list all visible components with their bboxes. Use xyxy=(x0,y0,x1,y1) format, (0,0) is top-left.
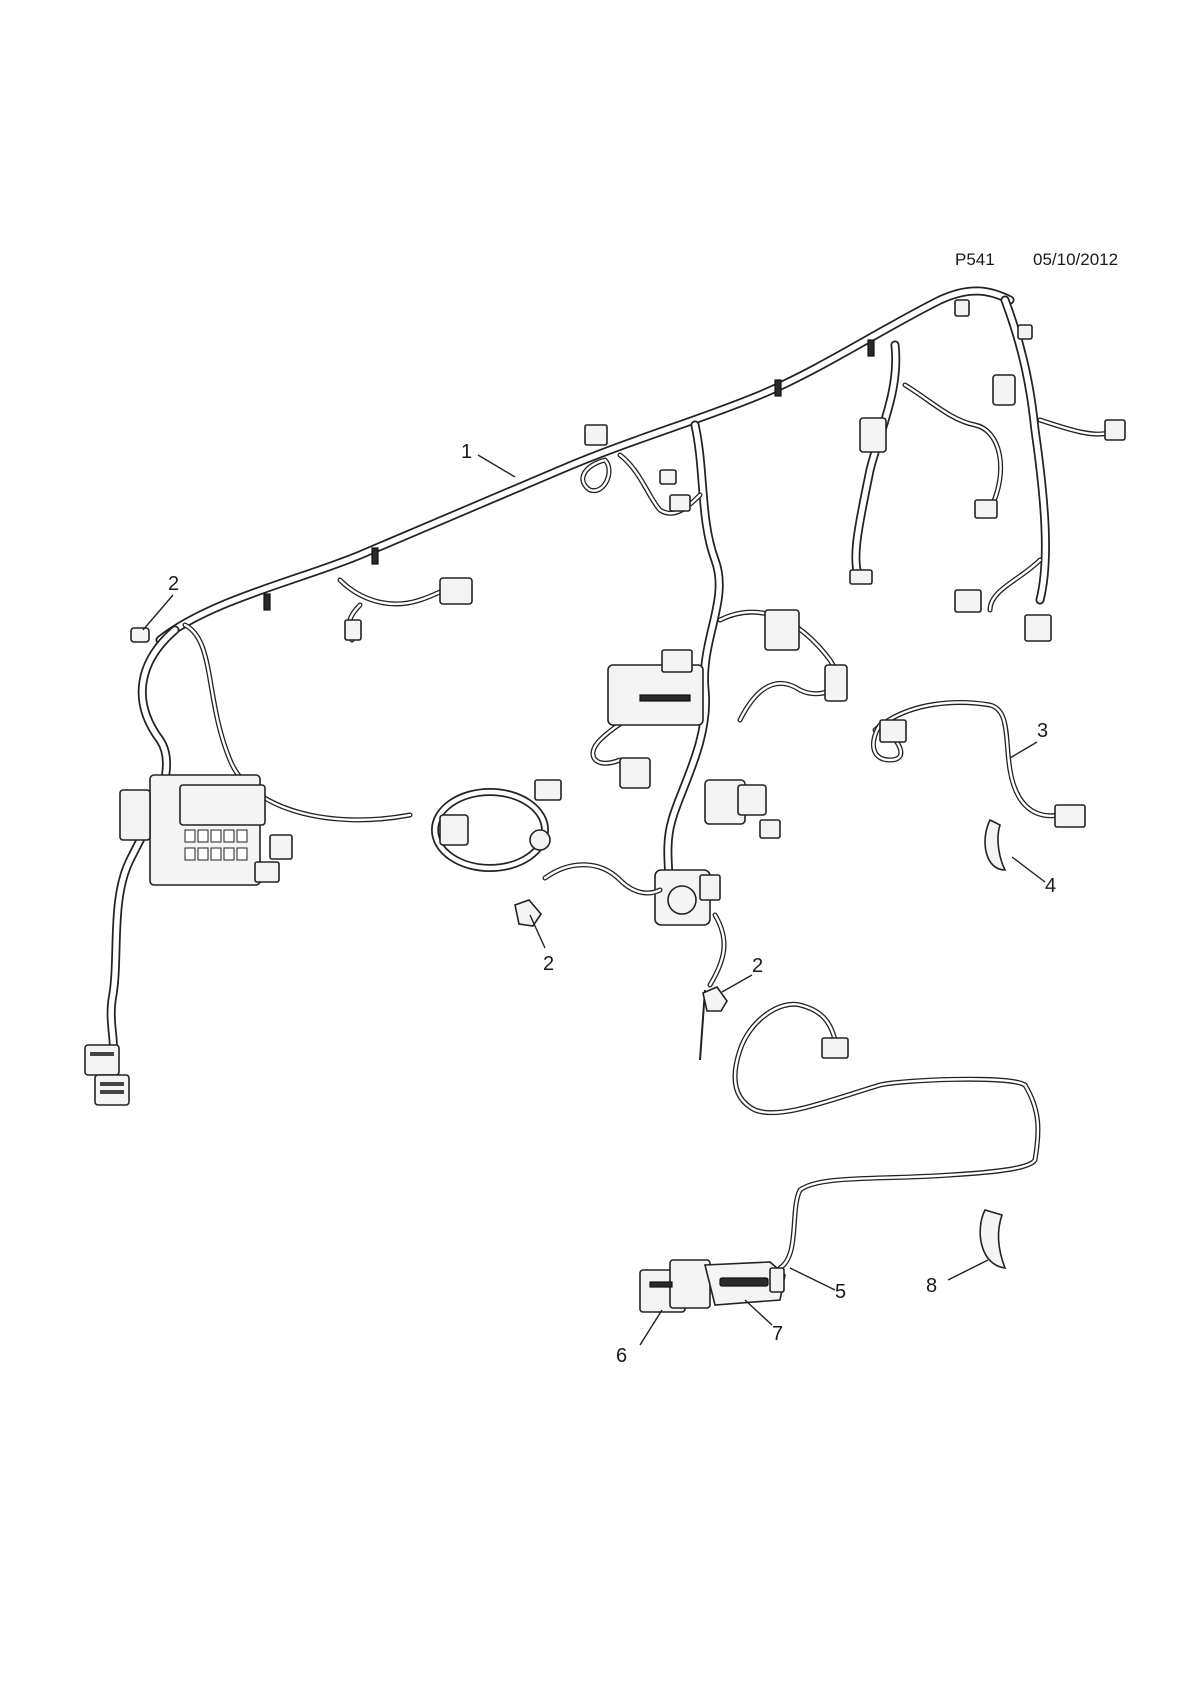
center-lower-branches xyxy=(542,862,727,1061)
strap-part-8 xyxy=(979,1209,1007,1269)
harness-part-5 xyxy=(732,1001,1041,1271)
connector-part-6 xyxy=(639,1259,711,1313)
center-modules xyxy=(607,609,848,926)
callout-4: 4 xyxy=(1045,875,1056,897)
main-harness xyxy=(103,286,1118,1075)
callout-8: 8 xyxy=(926,1275,937,1297)
clip-center xyxy=(514,899,543,927)
callout-2-right: 2 xyxy=(752,955,763,977)
plate-date: 05/10/2012 xyxy=(1033,250,1118,269)
leader-lines xyxy=(142,454,1046,1346)
callout-3: 3 xyxy=(1037,720,1048,742)
clip-left xyxy=(130,627,150,643)
junction-box xyxy=(119,774,293,886)
harness-part-3 xyxy=(870,700,1086,828)
retainer-clips xyxy=(130,627,728,1012)
harness-connectors xyxy=(263,299,1126,642)
strap-part-4 xyxy=(984,818,1007,871)
switch-module-part-7 xyxy=(703,1261,786,1306)
clip-right xyxy=(702,986,728,1012)
callout-1: 1 xyxy=(461,441,472,463)
clockspring-coil xyxy=(431,779,562,872)
callout-5: 5 xyxy=(835,1281,846,1303)
bottom-left-connector xyxy=(84,1044,130,1106)
callout-2-center: 2 xyxy=(543,953,554,975)
callout-7: 7 xyxy=(772,1323,783,1345)
callout-6: 6 xyxy=(616,1345,627,1367)
callout-labels: 1 2 2 2 3 4 5 6 7 8 xyxy=(168,441,1056,1367)
plate-code: P541 xyxy=(955,250,995,269)
callout-2-left: 2 xyxy=(168,573,179,595)
